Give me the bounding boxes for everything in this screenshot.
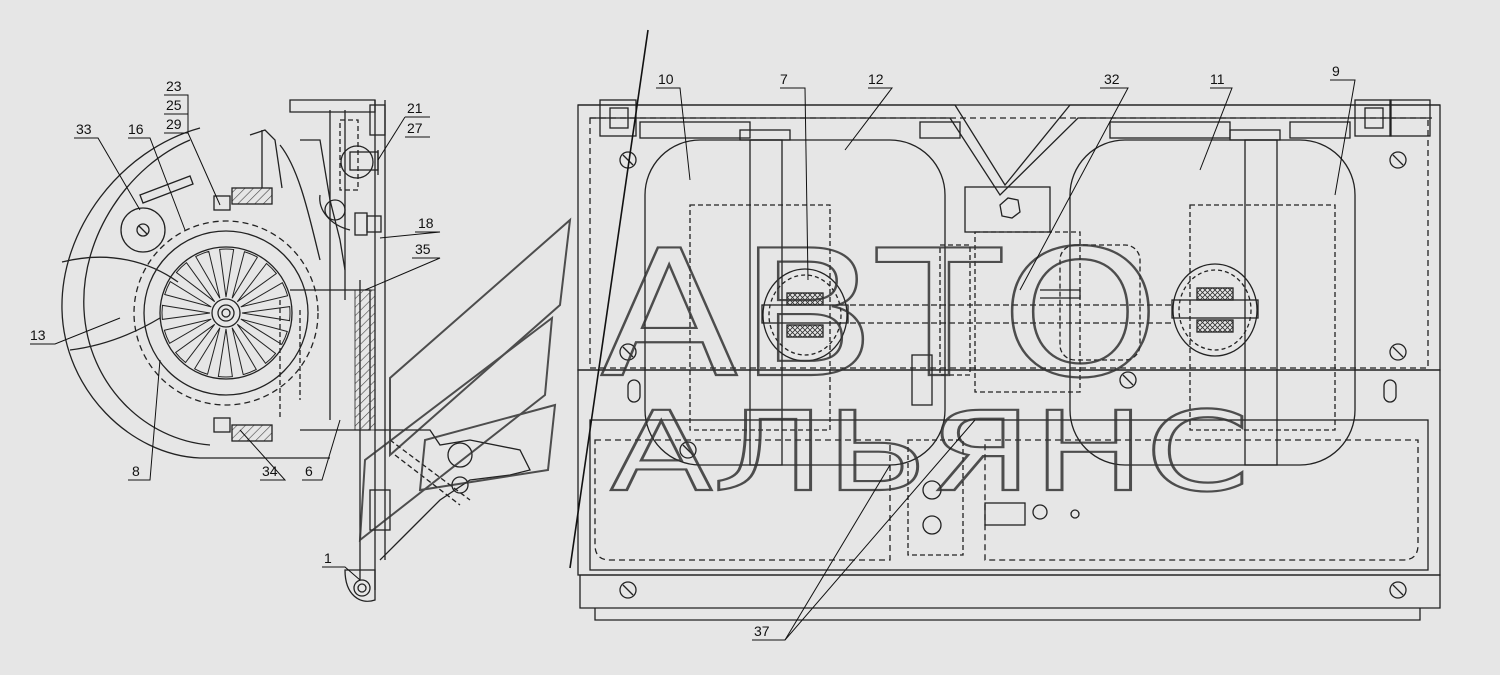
watermark-line2: АЛЬЯНС (610, 388, 1250, 516)
callout-29: 29 (166, 116, 182, 132)
callout-32: 32 (1104, 71, 1120, 87)
callout-1: 1 (324, 550, 332, 566)
fan-blade (236, 262, 278, 303)
screw-slot (1392, 154, 1404, 166)
fan-blade (240, 318, 288, 346)
front-view (577, 99, 1441, 621)
callout-labels: 1 6 7 8 9 10 11 12 13 16 18 21 23 25 27 … (30, 63, 1340, 639)
heater-core-right (1069, 139, 1356, 466)
callout-35: 35 (415, 241, 431, 257)
screw-slot (622, 346, 634, 358)
watermark-logo (358, 217, 572, 543)
callout-21: 21 (407, 100, 423, 116)
callout-12: 12 (868, 71, 884, 87)
motor-right (1172, 263, 1258, 357)
screw-slot (1392, 346, 1404, 358)
fan-blade (161, 304, 211, 320)
screw (679, 441, 697, 459)
fan-blade (236, 323, 277, 365)
fan-blade (217, 328, 233, 378)
fan-housing-inner (83, 139, 211, 446)
screw (1389, 343, 1407, 361)
screw-slot (1122, 374, 1134, 386)
callout-37: 37 (754, 623, 770, 639)
watermark: АВТО АЛЬЯНС (358, 213, 1251, 543)
callout-leaders (30, 79, 1356, 641)
section-line (569, 29, 649, 569)
callout-23: 23 (166, 78, 182, 94)
screw-slot (622, 584, 634, 596)
motor-left (762, 268, 848, 362)
fan-blade (241, 306, 291, 322)
callout-33: 33 (76, 121, 92, 137)
pulley (120, 207, 166, 253)
main-frame-top (578, 104, 1440, 187)
callout-10: 10 (658, 71, 674, 87)
mounting-foot (344, 569, 376, 602)
callout-25: 25 (166, 97, 182, 113)
fan-wheel-outer (143, 230, 309, 396)
callout-13: 13 (30, 327, 46, 343)
screw (1389, 581, 1407, 599)
fan-blade (240, 282, 289, 308)
fan-hub (211, 298, 241, 328)
screw (1389, 151, 1407, 169)
callout-16: 16 (128, 121, 144, 137)
fan-blade (175, 261, 216, 303)
screw (619, 581, 637, 599)
fan-blade (164, 280, 212, 308)
callout-34: 34 (262, 463, 278, 479)
callout-18: 18 (418, 215, 434, 231)
heater-core-left (644, 139, 946, 466)
screw (1119, 371, 1137, 389)
screw-slot (682, 444, 694, 456)
fan-blade (195, 250, 221, 299)
screw-slot (622, 154, 634, 166)
callout-7: 7 (780, 71, 788, 87)
fan-blade (219, 248, 235, 298)
fan-blade (193, 327, 221, 375)
fan-blade (231, 251, 259, 299)
fan-blade (174, 323, 216, 364)
fan-blade (163, 318, 212, 344)
watermark-line1: АВТО (600, 214, 1160, 417)
fan-blades (161, 248, 291, 378)
fan-blade (231, 327, 257, 376)
callout-8: 8 (132, 463, 140, 479)
callout-11: 11 (1210, 71, 1225, 87)
fan-housing-outer (61, 127, 330, 459)
screw-slot (1392, 584, 1404, 596)
callout-27: 27 (407, 120, 423, 136)
callout-6: 6 (305, 463, 313, 479)
screw (619, 343, 637, 361)
callout-9: 9 (1332, 63, 1340, 79)
side-view (61, 99, 531, 602)
